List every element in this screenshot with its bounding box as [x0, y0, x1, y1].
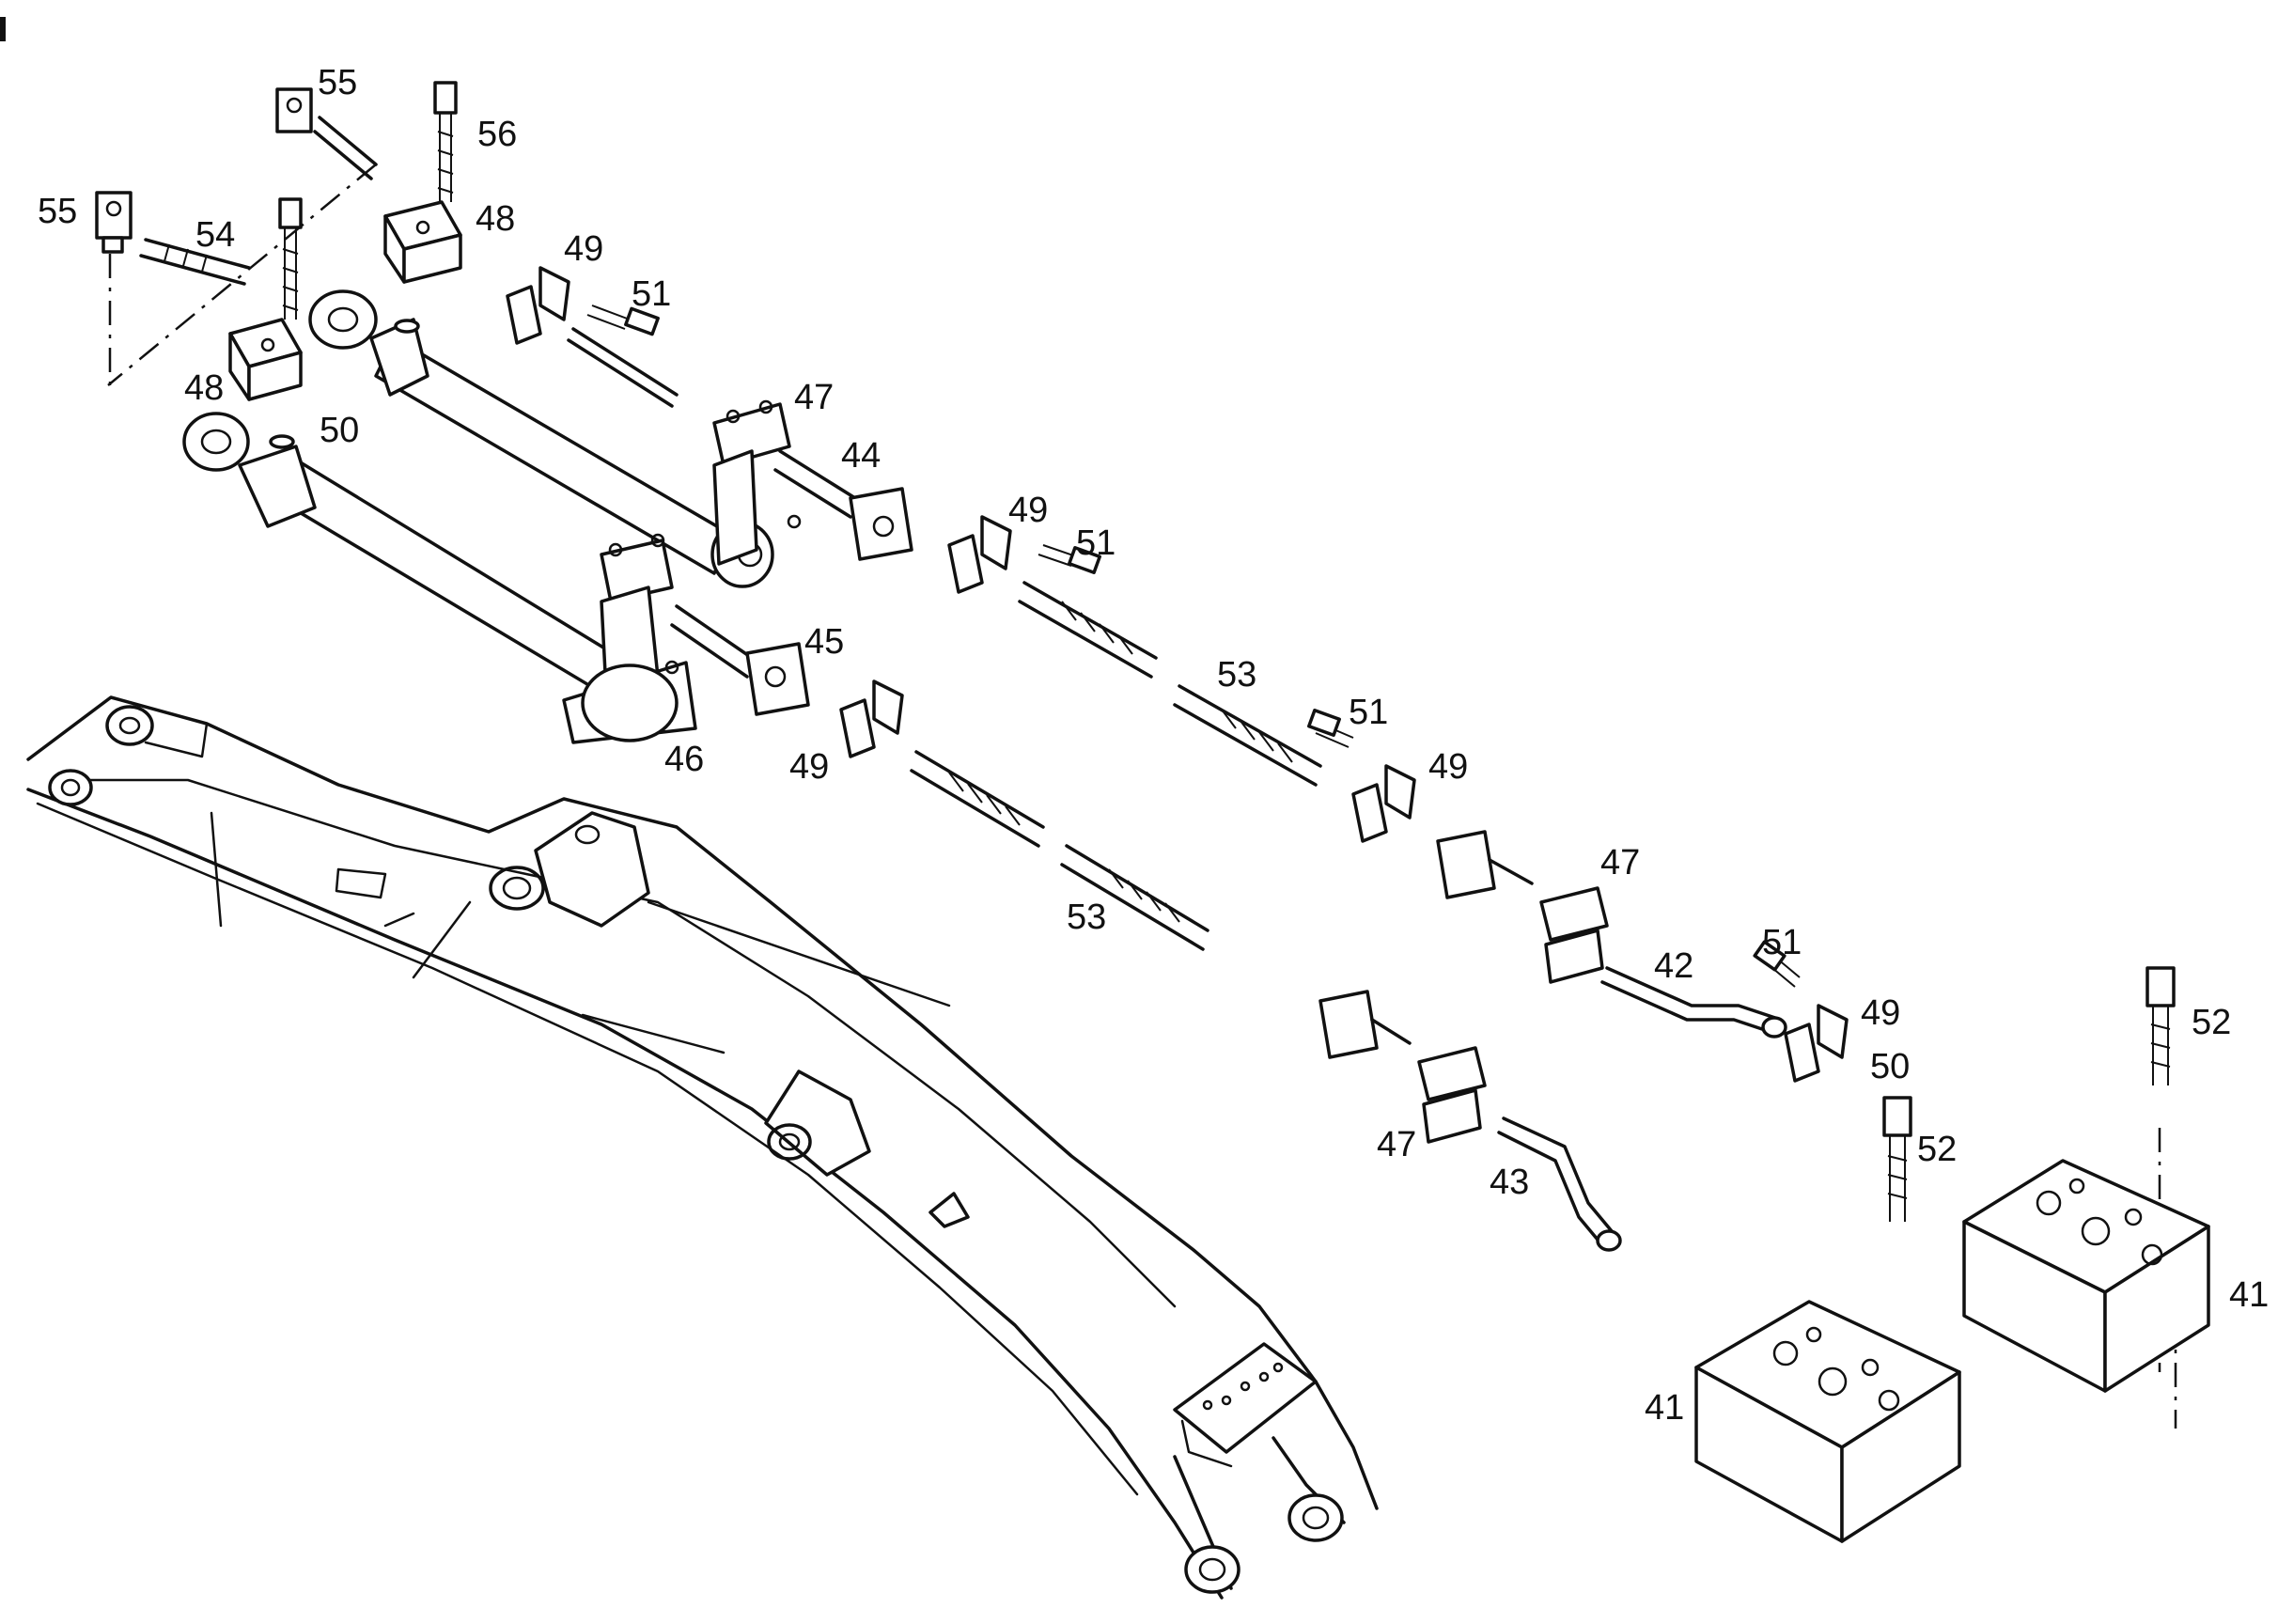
callout-44: 44 — [841, 436, 881, 476]
callout-55: 55 — [318, 63, 357, 102]
valve-block-41-right — [1962, 1159, 2210, 1393]
callout-51: 51 — [632, 274, 671, 314]
hose-54 — [139, 238, 251, 286]
callout-50: 50 — [320, 411, 359, 450]
fitting-55-top — [275, 87, 378, 180]
bolt-51-lower — [1307, 709, 1354, 748]
callout-48: 48 — [184, 368, 224, 408]
callout-53: 53 — [1217, 655, 1256, 695]
callout-47: 47 — [1377, 1125, 1416, 1164]
clamp-47-upper — [712, 399, 802, 566]
callout-51: 51 — [1076, 523, 1116, 563]
hose-53-lower-a — [910, 750, 1045, 848]
callout-49: 49 — [1008, 491, 1048, 530]
flange-44 — [773, 449, 913, 561]
corner-mark — [0, 17, 6, 41]
callout-55: 55 — [38, 192, 77, 231]
callout-51: 51 — [1349, 693, 1388, 732]
bolt-51-upper — [567, 304, 679, 408]
clamp-46 — [562, 533, 697, 744]
bolt-56 — [433, 81, 458, 202]
callout-46: 46 — [664, 740, 704, 779]
fitting-55-left — [95, 191, 133, 254]
callout-49: 49 — [1428, 747, 1468, 787]
callout-47: 47 — [1600, 843, 1640, 882]
assembly-line-top — [107, 164, 377, 386]
callout-53: 53 — [1067, 898, 1106, 937]
callout-52: 52 — [1917, 1130, 1957, 1169]
valve-block-41-left — [1694, 1300, 1961, 1543]
bolt-51-mid — [1038, 544, 1101, 574]
flange-45 — [670, 604, 810, 716]
hose-53-upper-a — [1018, 581, 1158, 679]
callout-47: 47 — [794, 378, 834, 417]
block-48-lower — [228, 318, 303, 401]
boom-arm — [26, 695, 1379, 1600]
callout-41: 41 — [1645, 1388, 1684, 1428]
pipe-42 — [1600, 966, 1787, 1038]
clamp-47-lower — [1417, 1046, 1487, 1144]
block-48-upper — [383, 200, 462, 284]
hose-53-upper-b — [1173, 684, 1322, 787]
callout-50: 50 — [1870, 1047, 1910, 1086]
callout-49: 49 — [1861, 993, 1900, 1033]
clamp-47-mid — [1539, 886, 1609, 984]
flange-mid-upper — [1436, 830, 1534, 899]
half-clamp-49-a — [506, 266, 570, 345]
flange-mid-lower — [1318, 990, 1412, 1059]
callout-56: 56 — [477, 115, 517, 154]
hydraulic-cylinder-upper — [308, 289, 774, 588]
callout-42: 42 — [1654, 946, 1693, 986]
half-clamp-49-c — [839, 679, 904, 758]
callout-49: 49 — [789, 747, 829, 787]
callout-labels: 55 56 55 54 48 49 51 48 50 47 44 49 51 4… — [38, 63, 2269, 1428]
callout-49: 49 — [564, 229, 603, 269]
callout-48: 48 — [476, 199, 515, 239]
hose-53-lower-b — [1060, 844, 1209, 951]
hydraulic-cylinder-lower — [182, 412, 622, 697]
bolt-lower-48 — [278, 197, 303, 320]
callout-51: 51 — [1762, 923, 1802, 962]
callout-41: 41 — [2229, 1275, 2269, 1315]
pipe-43 — [1497, 1116, 1622, 1252]
bolt-51-right — [1753, 940, 1801, 988]
half-clamp-49-b — [947, 515, 1012, 594]
half-clamp-49-e — [1784, 1004, 1849, 1083]
callout-52: 52 — [2192, 1003, 2231, 1042]
bolt-52-right — [2145, 966, 2176, 1085]
callout-43: 43 — [1490, 1163, 1529, 1202]
half-clamp-49-d — [1351, 764, 1416, 843]
callout-45: 45 — [804, 622, 844, 662]
callout-54: 54 — [195, 215, 235, 255]
bolt-52-left — [1882, 1096, 1912, 1222]
